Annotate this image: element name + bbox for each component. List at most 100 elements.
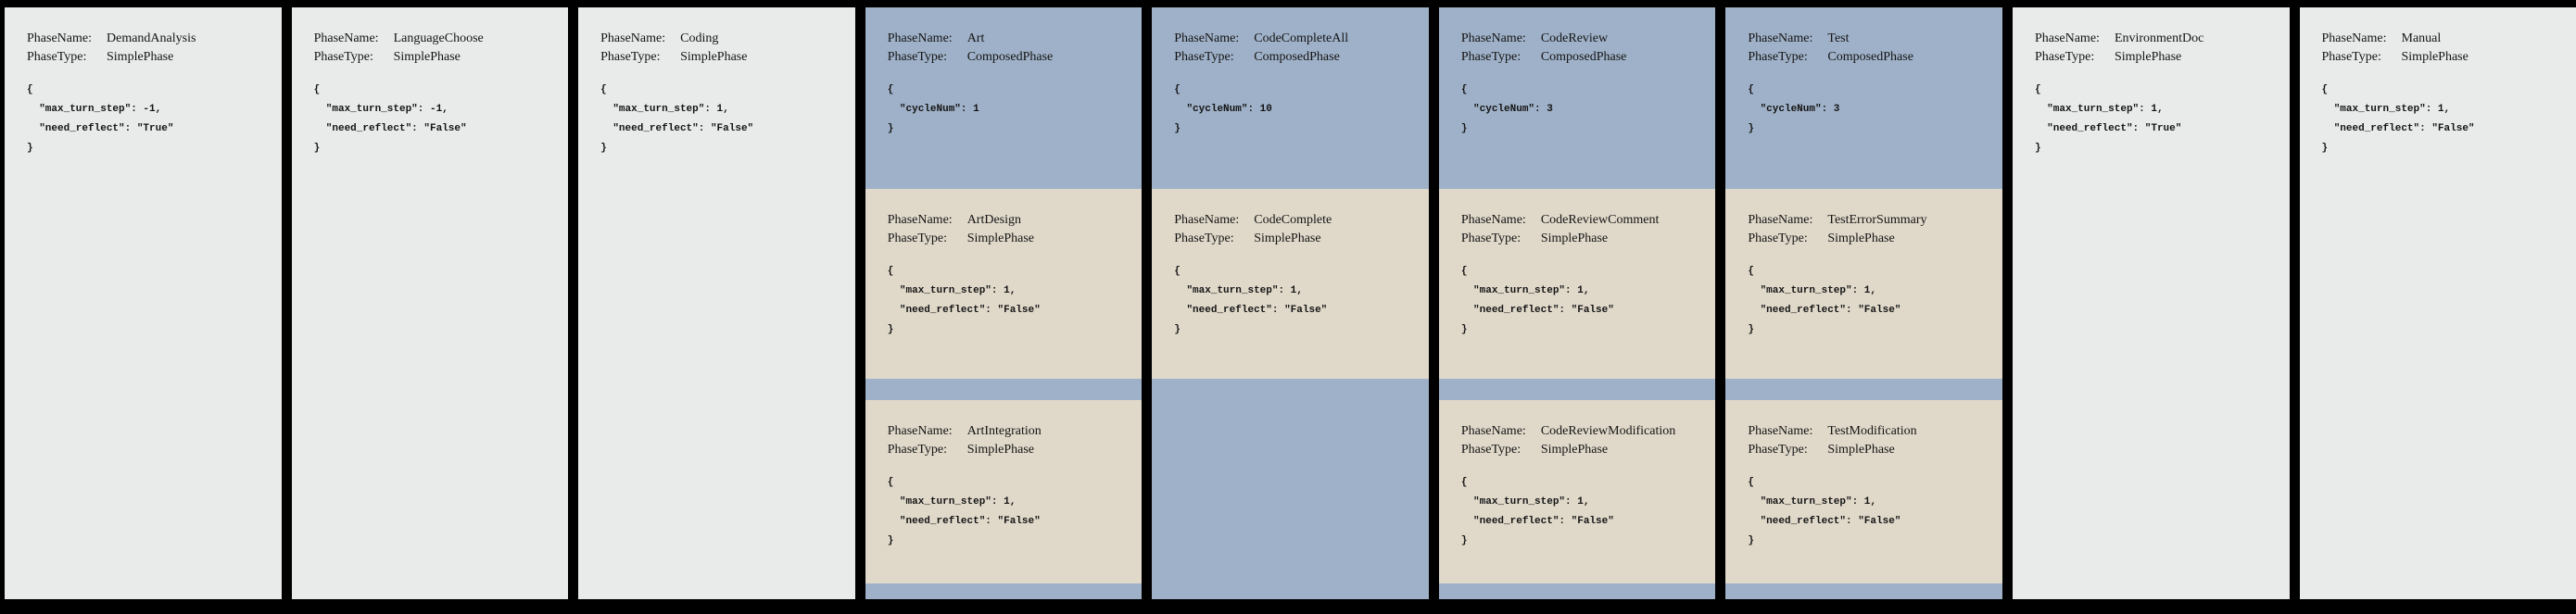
phase-card-codecompleteall: PhaseName: CodeCompleteAll PhaseType: Co… [1152,7,1429,189]
phase-column-languagechoose: PhaseName: LanguageChoose PhaseType: Sim… [291,7,569,599]
phase-type-value: ComposedPhase [1254,50,1340,64]
phase-type-value: ComposedPhase [1827,50,1913,64]
subphase-card-testerrorsummary: PhaseName: TestErrorSummary PhaseType: S… [1725,189,2002,379]
phase-name-label: PhaseName: [887,31,953,45]
phase-name-value: CodeCompleteAll [1254,31,1349,45]
phase-type-label: PhaseType: [1748,232,1808,245]
phase-name-line: PhaseName: DemandAnalysis [27,30,271,48]
phase-type-value: ComposedPhase [966,50,1054,64]
phase-name-value: CodeReviewModification [1540,424,1676,438]
phase-config-json: { "cycleNum": 1 } [887,84,979,134]
phase-name-line: PhaseName: CodeReview [1461,30,1705,48]
phase-type-value: SimplePhase [393,50,461,64]
phase-column-test: PhaseName: Test PhaseType: ComposedPhase… [1725,7,2002,599]
phase-card-test: PhaseName: Test PhaseType: ComposedPhase… [1725,7,2002,189]
phase-type-line: PhaseType: SimplePhase [1748,230,1991,248]
phase-name-line: PhaseName: Test [1748,30,1991,48]
phase-card-languagechoose: PhaseName: LanguageChoose PhaseType: Sim… [292,7,569,599]
phase-config-json: { "max_turn_step": -1, "need_reflect": "… [27,84,174,154]
phase-name-line: PhaseName: Art [888,30,1131,48]
phase-card-demandanalysis: PhaseName: DemandAnalysis PhaseType: Sim… [5,7,282,599]
phase-name-label: PhaseName: [1460,424,1526,438]
phase-name-value: Coding [680,31,719,45]
phase-name-value: CodeComplete [1254,213,1332,227]
phase-config-json: { "max_turn_step": 1, "need_reflect": "F… [1174,266,1328,335]
phase-column-manual: PhaseName: Manual PhaseType: SimplePhase… [2299,7,2576,599]
phase-type-line: PhaseType: SimplePhase [2322,48,2566,67]
phase-config-json: { "max_turn_step": 1, "need_reflect": "F… [887,477,1041,546]
phase-type-label: PhaseType: [27,50,87,64]
phase-name-value: ArtDesign [966,213,1022,227]
subphase-card-codecomplete: PhaseName: CodeComplete PhaseType: Simpl… [1152,189,1429,379]
phase-type-line: PhaseType: SimplePhase [888,441,1131,459]
phase-name-line: PhaseName: Coding [600,30,844,48]
phase-name-value: TestModification [1827,424,1917,438]
phase-config-json: { "cycleNum": 3 } [1748,84,1840,134]
phase-type-label: PhaseType: [887,50,948,64]
subphase-card-artdesign: PhaseName: ArtDesign PhaseType: SimplePh… [865,189,1143,379]
phase-type-line: PhaseType: ComposedPhase [888,48,1131,67]
phase-card-environmentdoc: PhaseName: EnvironmentDoc PhaseType: Sim… [2013,7,2290,599]
phase-type-value: SimplePhase [1540,443,1609,457]
phase-config-json: { "max_turn_step": 1, "need_reflect": "F… [1460,477,1614,546]
phase-type-line: PhaseType: SimplePhase [888,230,1131,248]
subphase-card-codereviewcomment: PhaseName: CodeReviewComment PhaseType: … [1438,189,1716,379]
phase-config-json: { "max_turn_step": 1, "need_reflect": "F… [1748,477,1901,546]
phase-card-coding: PhaseName: Coding PhaseType: SimplePhase… [578,7,855,599]
phase-type-label: PhaseType: [1460,232,1522,245]
phase-name-label: PhaseName: [1174,31,1240,45]
phase-name-line: PhaseName: CodeComplete [1174,211,1418,230]
phase-type-line: PhaseType: SimplePhase [1461,441,1705,459]
phase-name-line: PhaseName: ArtDesign [888,211,1131,230]
phase-column-codereview: PhaseName: CodeReview PhaseType: Compose… [1438,7,1716,599]
phase-config-json: { "max_turn_step": 1, "need_reflect": "F… [2321,84,2475,154]
phase-name-value: DemandAnalysis [107,31,196,45]
phase-name-line: PhaseName: Manual [2322,30,2566,48]
phase-name-line: PhaseName: EnvironmentDoc [2035,30,2279,48]
phase-config-json: { "max_turn_step": 1, "need_reflect": "F… [887,266,1041,335]
subphase-card-testmodification: PhaseName: TestModification PhaseType: S… [1725,400,2002,583]
phase-type-line: PhaseType: SimplePhase [27,48,271,67]
phase-column-codecompleteall: PhaseName: CodeCompleteAll PhaseType: Co… [1152,7,1429,599]
phase-name-value: Test [1827,31,1850,45]
phase-name-value: LanguageChoose [393,31,484,45]
phase-name-line: PhaseName: CodeReviewComment [1461,211,1705,230]
phase-row: PhaseName: DemandAnalysis PhaseType: Sim… [5,7,2576,599]
phase-name-label: PhaseName: [2034,31,2100,45]
phase-name-label: PhaseName: [887,213,953,227]
phase-name-value: ArtIntegration [966,424,1042,438]
phase-type-value: SimplePhase [966,443,1035,457]
phase-type-line: PhaseType: SimplePhase [2035,48,2279,67]
phase-name-label: PhaseName: [1748,424,1813,438]
phase-column-coding: PhaseName: Coding PhaseType: SimplePhase… [578,7,855,599]
phase-name-label: PhaseName: [1460,31,1526,45]
phase-type-line: PhaseType: SimplePhase [1174,230,1418,248]
phase-type-value: SimplePhase [1827,443,1895,457]
phase-type-label: PhaseType: [887,232,948,245]
phase-config-json: { "cycleNum": 3 } [1460,84,1553,134]
phase-config-json: { "max_turn_step": 1, "need_reflect": "F… [1460,266,1614,335]
phase-name-value: Manual [2401,31,2442,45]
phase-name-label: PhaseName: [1460,213,1526,227]
phase-type-label: PhaseType: [600,50,661,64]
phase-type-label: PhaseType: [1174,232,1234,245]
phase-name-value: Art [966,31,985,45]
phase-column-demandanalysis: PhaseName: DemandAnalysis PhaseType: Sim… [5,7,282,599]
phase-type-label: PhaseType: [1174,50,1234,64]
phase-type-value: SimplePhase [966,232,1035,245]
phase-type-value: SimplePhase [1827,232,1895,245]
phase-type-value: SimplePhase [1540,232,1609,245]
subphase-card-codereviewmodification: PhaseName: CodeReviewModification PhaseT… [1438,400,1716,583]
phase-column-art: PhaseName: Art PhaseType: ComposedPhase … [865,7,1143,599]
phase-type-line: PhaseType: ComposedPhase [1174,48,1418,67]
phase-name-value: CodeReviewComment [1540,213,1660,227]
phase-type-value: SimplePhase [107,50,174,64]
phase-column-environmentdoc: PhaseName: EnvironmentDoc PhaseType: Sim… [2012,7,2290,599]
phase-type-line: PhaseType: SimplePhase [1748,441,1991,459]
phase-name-label: PhaseName: [1174,213,1240,227]
phase-card-manual: PhaseName: Manual PhaseType: SimplePhase… [2300,7,2576,599]
phase-type-value: SimplePhase [680,50,748,64]
phase-type-line: PhaseType: SimplePhase [1461,230,1705,248]
phase-name-label: PhaseName: [313,31,379,45]
phase-name-label: PhaseName: [2321,31,2387,45]
